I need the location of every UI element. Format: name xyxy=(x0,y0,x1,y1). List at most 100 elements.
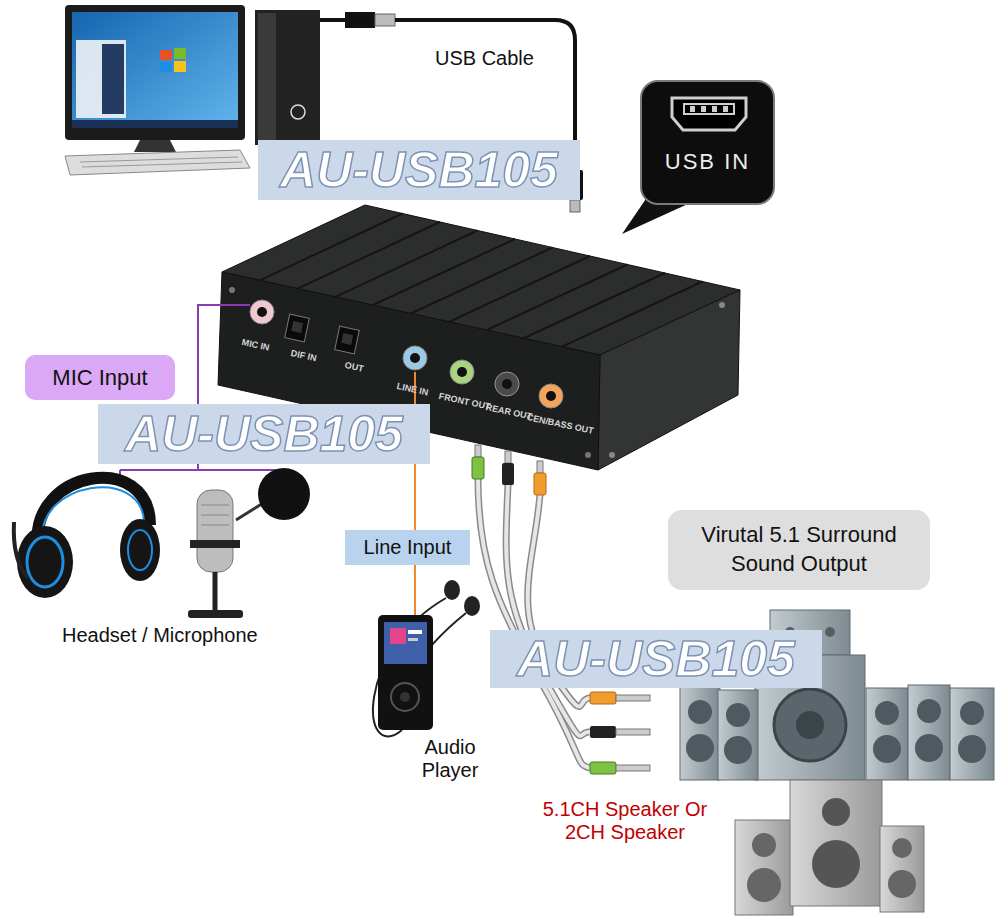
microphone-icon xyxy=(190,540,240,548)
audio-ports xyxy=(250,300,274,324)
speaker-cables xyxy=(616,765,650,771)
usb-cable xyxy=(320,18,345,22)
computer-monitor xyxy=(65,150,250,175)
sound-card-box xyxy=(487,265,628,331)
audio-player-icon xyxy=(464,596,480,616)
stereo-speaker-set xyxy=(880,826,924,912)
node-text: Line Input xyxy=(364,536,452,559)
sound-card-box xyxy=(524,273,665,338)
audio-player-icon xyxy=(378,615,433,730)
audio-player-icon xyxy=(408,630,422,634)
input-tag: Line Input xyxy=(345,530,470,565)
sound-card-box xyxy=(719,302,725,308)
speaker-cables xyxy=(472,457,484,479)
sound-card-box xyxy=(609,452,615,458)
cable-label: USB Cable xyxy=(435,47,534,70)
microphone-icon xyxy=(213,572,218,612)
surround-speaker-set xyxy=(718,690,758,780)
audio-ports xyxy=(410,353,420,363)
computer-monitor xyxy=(174,48,186,59)
usb-port-icon xyxy=(672,98,746,130)
watermark: AU-USB105 xyxy=(258,140,580,200)
callout-box: USB IN xyxy=(640,80,775,205)
stereo-speaker-set xyxy=(752,833,776,857)
speaker-cables xyxy=(590,726,616,738)
surround-speaker-set xyxy=(960,701,984,725)
audio-ports xyxy=(403,346,427,370)
port-label: DIF IN xyxy=(290,348,318,363)
audio-player-icon xyxy=(391,683,419,711)
audio-ports xyxy=(495,372,519,396)
computer-monitor xyxy=(174,61,186,72)
audio-ports xyxy=(341,333,353,345)
audio-ports xyxy=(285,314,310,342)
audio-ports xyxy=(450,360,474,384)
sound-card-box xyxy=(260,214,403,281)
surround-speaker-set xyxy=(796,711,824,739)
usb-cable xyxy=(375,14,395,26)
computer-monitor xyxy=(72,12,238,128)
headset-icon xyxy=(14,478,160,598)
sound-card-box xyxy=(373,239,515,305)
audio-ports xyxy=(257,307,267,317)
speaker-cables xyxy=(616,729,650,735)
headset-icon xyxy=(17,526,73,598)
audio-player-icon xyxy=(384,622,427,664)
port-label: REAR OUT xyxy=(485,402,533,422)
surround-speaker-set xyxy=(774,689,846,761)
audio-ports xyxy=(539,384,563,408)
usb-cable xyxy=(345,12,375,28)
microphone-icon xyxy=(201,505,229,506)
stereo-speaker-set xyxy=(892,838,912,858)
port-label: MIC IN xyxy=(241,337,270,353)
headset-icon xyxy=(27,537,63,587)
surround-speaker-set xyxy=(680,686,720,780)
computer-monitor xyxy=(65,5,250,175)
surround-speaker-set xyxy=(726,703,750,727)
audio-player-icon xyxy=(400,692,410,702)
sound-card-box xyxy=(449,256,590,322)
speaker-cables xyxy=(478,478,590,768)
computer-monitor xyxy=(160,62,172,72)
port-label: CEN/BASS OUT xyxy=(526,412,595,436)
computer-monitor xyxy=(65,5,245,140)
speaker-cables xyxy=(534,473,546,495)
speaker-cables xyxy=(472,445,650,774)
sound-card-box xyxy=(411,248,553,314)
computer-tower xyxy=(255,10,320,145)
audio-player-icon xyxy=(444,580,460,600)
usb-port-icon xyxy=(712,106,717,112)
microphone-icon xyxy=(197,490,233,572)
microphone-icon xyxy=(201,515,229,516)
surround-speaker-set xyxy=(958,735,986,763)
stereo-speaker-set xyxy=(735,780,924,915)
audio-ports xyxy=(335,326,360,354)
computer-monitor xyxy=(82,162,242,167)
stereo-speaker-set xyxy=(888,870,916,898)
computer-monitor xyxy=(72,120,238,128)
microphone-icon xyxy=(188,610,243,618)
watermark: AU-USB105 xyxy=(490,630,822,688)
audio-ports xyxy=(457,367,467,377)
speaker-cables xyxy=(537,461,543,473)
computer-monitor xyxy=(80,157,238,162)
surround-speaker-set xyxy=(724,736,752,764)
sound-card-box xyxy=(229,287,235,293)
surround-speaker-set xyxy=(825,627,835,637)
speaker-cables xyxy=(506,484,590,736)
sound-card-box xyxy=(598,290,740,470)
surround-speaker-set xyxy=(908,685,950,780)
surround-speaker-set xyxy=(917,699,941,723)
node-text: Virutal 5.1 Surround Sound Output xyxy=(678,521,920,578)
audio-ports xyxy=(250,300,563,408)
speaker-cables xyxy=(475,445,481,457)
computer-monitor xyxy=(102,44,124,114)
stereo-speaker-set xyxy=(790,780,882,906)
computer-monitor xyxy=(134,140,176,152)
computer-tower xyxy=(258,13,276,142)
audio-player-icon xyxy=(373,580,480,737)
speaker-cables xyxy=(505,451,511,463)
stereo-speaker-set xyxy=(735,820,793,915)
usb-port-icon xyxy=(690,106,695,112)
